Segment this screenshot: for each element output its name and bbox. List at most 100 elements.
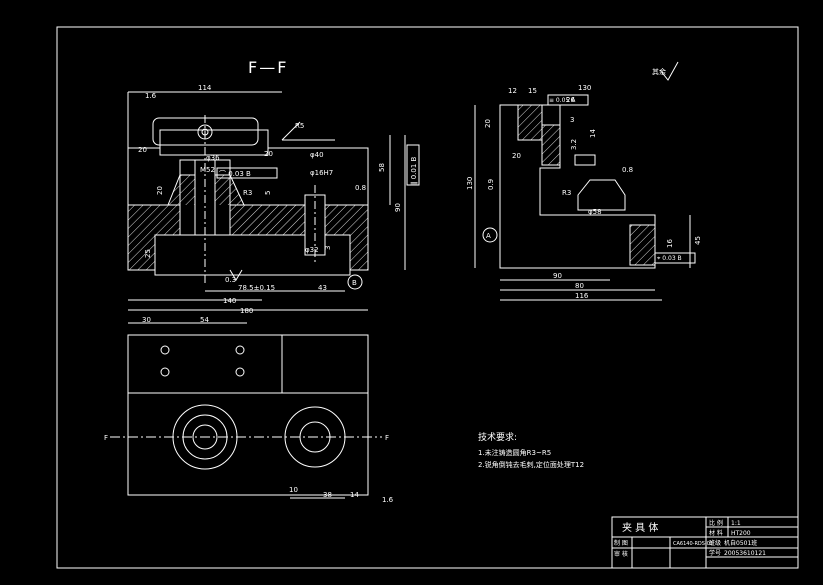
roughness-03: [229, 269, 243, 281]
tb-name: 夹 具 体: [622, 521, 658, 534]
label-130-top: 130: [578, 84, 591, 92]
label-1-6: 1.6: [145, 92, 157, 100]
label-20b-side: 20: [512, 152, 521, 160]
front-section-view: [127, 91, 420, 311]
side-boss: [577, 179, 626, 211]
label-32: φ32: [305, 246, 319, 254]
tech-title: 技术要求:: [478, 431, 517, 443]
label-58-side: φ58: [588, 208, 602, 216]
front-labels: 114 1.6 20 20 φ36 M52 ⌒ 0.03 B R3 φ16H7 …: [138, 84, 418, 315]
label-78: 78.5±0.15: [238, 284, 275, 292]
tb-material-label: 材 料: [709, 529, 723, 537]
tech-line-1: 1.未注铸造圆角R3~R5: [478, 448, 551, 457]
body-outline: [127, 92, 369, 205]
label-40: φ40: [310, 151, 324, 159]
label-0-01: ∥ 0.01 B: [410, 156, 418, 185]
label-tol-a: ≡ 0.05 A: [549, 97, 576, 104]
label-0-8-side: 0.8: [622, 166, 633, 174]
label-38: 38: [323, 491, 332, 499]
label-datum-b: B: [352, 279, 357, 287]
top-block: [159, 129, 269, 156]
tb-student-value: 20053610121: [724, 550, 766, 557]
label-r3-side: R3: [562, 189, 571, 197]
section-title: F—F: [248, 58, 289, 77]
tb-student-label: 学号: [709, 549, 721, 557]
tb-drawing-no: CA6140-RDS-01: [673, 541, 713, 547]
top-labels: 30 54 38 14 1.6 10 F F: [104, 316, 394, 504]
label-0-9: 0.3: [225, 276, 236, 284]
title-block-frame: [611, 516, 799, 569]
label-114: 114: [198, 84, 212, 92]
label-140: 140: [223, 297, 236, 305]
outer-frame: [56, 26, 799, 569]
side-hatch-a: [517, 104, 543, 141]
label-10: 10: [289, 486, 298, 494]
label-tol-flat: ⌒ 0.03 B: [219, 170, 251, 178]
label-f-left: F: [104, 434, 108, 442]
label-0-8: 0.8: [355, 184, 366, 192]
side-hatch-c: [629, 224, 656, 266]
label-15: 15: [528, 87, 537, 95]
hole-3: [160, 367, 170, 377]
label-45: 45: [694, 236, 702, 245]
tol-box-flat: [216, 167, 278, 179]
label-25: 25: [144, 249, 152, 258]
tol-box-a: [547, 94, 589, 106]
leader-r5: [281, 121, 301, 141]
label-datum-a: A: [486, 232, 491, 240]
tol-box-b: [574, 154, 596, 166]
label-26: 26: [566, 96, 575, 104]
tol-box-c: [654, 252, 696, 264]
big-circle-inner: [192, 424, 218, 450]
tb-check-label: 审 核: [614, 550, 628, 558]
label-130: 130: [466, 177, 474, 190]
label-14: 14: [350, 491, 359, 499]
top-outline: [127, 334, 369, 496]
label-20-side: 20: [484, 119, 492, 128]
tb-class-label: 班级: [709, 539, 721, 547]
side-labels: 12 15 20 26 3 14 3.2 130 130 0.9 20 R3 9…: [466, 67, 702, 300]
title-block-text: 夹 具 体 比 例 1:1 材 料 HT200 CA6140-RDS-01 制 …: [614, 519, 766, 558]
label-r3: R3: [243, 189, 252, 197]
label-roughness: 其余: [652, 67, 666, 76]
label-20c: 20: [156, 186, 164, 195]
label-3-side: 3: [570, 116, 574, 124]
label-58: 58: [378, 163, 386, 172]
label-r5: R5: [295, 122, 304, 130]
label-16-side: 16: [666, 239, 674, 248]
label-5: 5: [264, 191, 272, 195]
label-m52: M52: [200, 166, 215, 174]
label-32-side: 3.2: [570, 139, 578, 150]
label-f-right: F: [385, 434, 389, 442]
tb-ratio-label: 比 例: [709, 519, 723, 527]
label-30: 30: [142, 316, 151, 324]
label-16h7: φ16H7: [310, 169, 333, 177]
tb-design-label: 制 图: [614, 539, 628, 547]
label-90: 90: [394, 203, 402, 212]
roughness-symbol: [659, 61, 679, 81]
hole-2: [235, 345, 245, 355]
hole-4: [235, 367, 245, 377]
label-80: 80: [575, 282, 584, 290]
label-180: 180: [240, 307, 253, 315]
label-90-side: 90: [553, 272, 562, 280]
label-tol-c: ⌖ 0.03 B: [657, 255, 682, 262]
tb-class-value: 机自0501班: [724, 539, 757, 547]
side-view: [474, 61, 696, 301]
datum-a-circle: [482, 227, 498, 243]
tb-material-value: HT200: [731, 530, 751, 537]
tech-line-2: 2.锐角倒钝去毛刺,定位面处理T12: [478, 460, 584, 469]
top-view: [110, 322, 382, 499]
label-43: 43: [318, 284, 327, 292]
tol-box-right: [406, 144, 420, 186]
label-54: 54: [200, 316, 209, 324]
label-1-6-top: 1.6: [382, 496, 394, 504]
tb-ratio-value: 1:1: [731, 520, 741, 527]
label-0-9-side: 0.9: [487, 179, 495, 190]
hole-1: [160, 345, 170, 355]
label-116: 116: [575, 292, 589, 300]
label-3: 3: [324, 246, 332, 250]
label-14-side: 14: [589, 129, 597, 138]
label-36: φ36: [206, 154, 220, 162]
